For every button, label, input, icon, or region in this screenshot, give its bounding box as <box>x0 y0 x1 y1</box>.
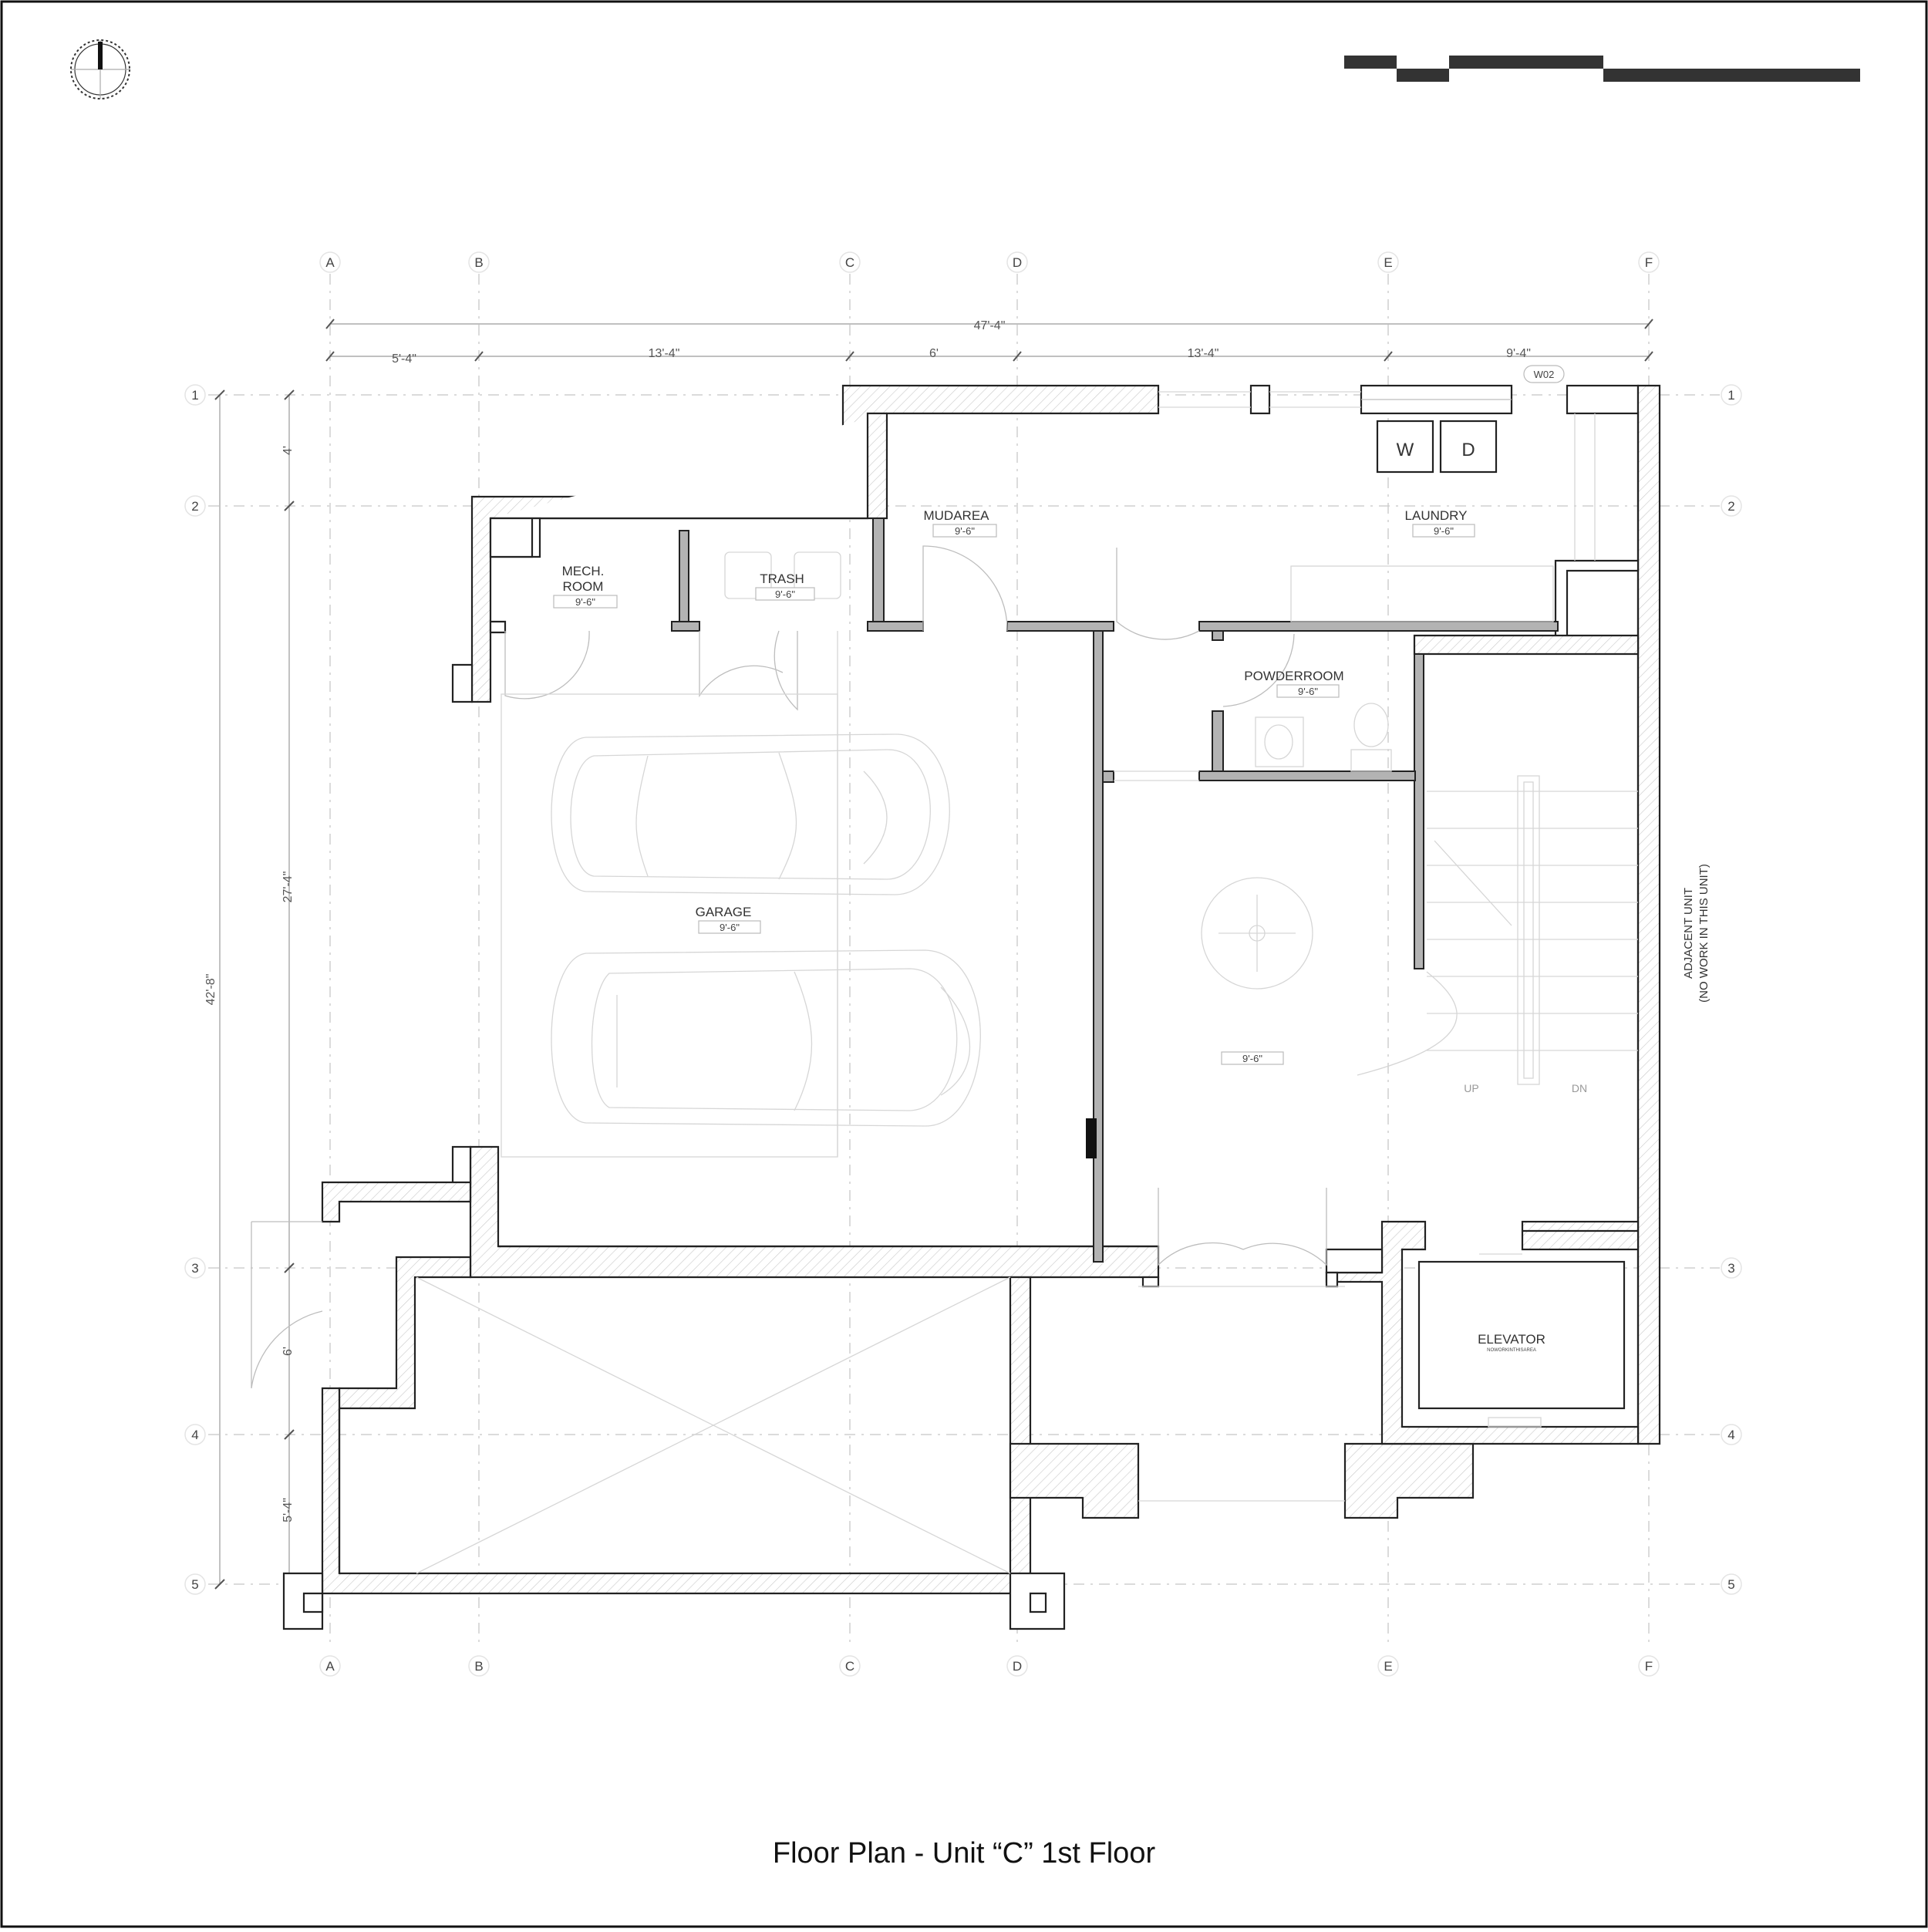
grid-col-e-bottom: E <box>1384 1659 1392 1674</box>
stair-up-label: UP <box>1464 1082 1478 1094</box>
grid-col-f-top: F <box>1645 255 1653 270</box>
dim-row-3-4: 6' <box>281 1347 295 1356</box>
dim-row-4-5: 5'-4" <box>281 1498 295 1522</box>
dim-e-f: 9'-4" <box>1506 347 1531 360</box>
grid-col-b-bottom: B <box>474 1659 483 1674</box>
dim-overall-depth: 42'-8" <box>204 974 217 1006</box>
exterior-walls <box>282 384 1661 1630</box>
dim-a-b: 5'-4" <box>392 352 416 366</box>
stair-down-label: DN <box>1572 1082 1587 1094</box>
vertical-dimensions: 42'-8" 4' 27'-4" 6' 5'-4" <box>204 389 295 1590</box>
garage-label: GARAGE <box>696 905 752 919</box>
grid-row-4-right: 4 <box>1727 1428 1734 1442</box>
trash-bins <box>724 551 841 599</box>
laundry-label: LAUNDRY <box>1405 508 1468 523</box>
drawing-title: Floor Plan - Unit “C” 1st Floor <box>773 1837 1156 1870</box>
laundry-height: 9'-6" <box>1434 525 1454 537</box>
window-tag-label: W02 <box>1534 369 1555 380</box>
trash-room-height: 9'-6" <box>775 588 795 600</box>
car-icon <box>551 733 950 895</box>
grid-row-5-right: 5 <box>1727 1577 1734 1592</box>
grid-col-e-top: E <box>1384 255 1392 270</box>
powder-room-fixtures <box>1255 703 1392 772</box>
trash-room-label: TRASH <box>760 572 804 586</box>
grid-col-c-top: C <box>845 255 854 270</box>
dryer-label: D <box>1461 440 1475 460</box>
elevator-note: NOWORKINTHISAREA <box>1487 1348 1536 1353</box>
grid-row-1-left: 1 <box>191 388 198 403</box>
grid-row-4-left: 4 <box>191 1428 198 1442</box>
mech-room-label-line1: MECH. <box>562 564 605 578</box>
door-swings <box>251 545 1327 1389</box>
storage-area <box>416 631 1345 1574</box>
powder-room-label: POWDERROOM <box>1244 669 1343 683</box>
dim-overall-width: 47'-4" <box>974 319 1006 332</box>
room-labels: MECH. ROOM 9'-6" TRASH 9'-6" MUDAREA 9'-… <box>553 508 1711 1353</box>
window-tag <box>1523 365 1565 383</box>
horizontal-dimensions: 47'-4" 5'-4" 13'-4" 6' 13'-4" 9'-4" <box>325 319 1653 366</box>
grid-col-c-bottom: C <box>845 1659 854 1674</box>
grid-row-1-right: 1 <box>1727 388 1734 403</box>
adjacent-unit-label-line2: (NO WORK IN THIS UNIT) <box>1697 864 1711 1003</box>
round-table <box>1201 877 1313 990</box>
washer-label: W <box>1397 440 1414 460</box>
interior-partitions <box>671 518 1559 1263</box>
laundry-fixtures: W D W02 <box>1290 365 1596 622</box>
dim-c-d: 6' <box>929 347 939 360</box>
dim-row-2-3: 27'-4" <box>281 872 295 903</box>
dim-d-e: 13'-4" <box>1188 347 1219 360</box>
powder-room-height: 9'-6" <box>1298 686 1318 697</box>
grid-col-f-bottom: F <box>1645 1659 1653 1674</box>
garage-height: 9'-6" <box>720 922 740 933</box>
grid-row-3-right: 3 <box>1727 1261 1734 1276</box>
stair: UP DN <box>1357 775 1638 1094</box>
grid-row-3-left: 3 <box>191 1261 198 1276</box>
north-arrow-icon <box>70 39 130 99</box>
garage-cars <box>501 693 981 1158</box>
mech-room-label-line2: ROOM <box>563 579 604 594</box>
mud-area-height: 9'-6" <box>955 525 975 537</box>
mud-area-label: MUDAREA <box>923 508 989 523</box>
grid-row-2-right: 2 <box>1727 499 1734 514</box>
grid-col-d-bottom: D <box>1013 1659 1022 1674</box>
scale-bar <box>1344 56 1860 82</box>
grid-row-2-left: 2 <box>191 499 198 514</box>
hall-height: 9'-6" <box>1242 1053 1262 1064</box>
grid-col-d-top: D <box>1013 255 1022 270</box>
dim-b-c: 13'-4" <box>649 347 680 360</box>
grid-col-b-top: B <box>474 255 483 270</box>
grid-row-5-left: 5 <box>191 1577 198 1592</box>
grid-bubbles: A B C D E F A B C D E F 1 2 3 4 5 1 2 3 … <box>184 251 1742 1677</box>
dim-row-1-2: 4' <box>281 446 295 455</box>
elevator-label: ELEVATOR <box>1478 1332 1545 1347</box>
grid-col-a-bottom: A <box>325 1659 335 1674</box>
adjacent-unit-label-line1: ADJACENT UNIT <box>1682 888 1695 979</box>
mech-room-height: 9'-6" <box>575 596 595 608</box>
car-icon-2 <box>551 949 981 1127</box>
grid-col-a-top: A <box>325 255 335 270</box>
